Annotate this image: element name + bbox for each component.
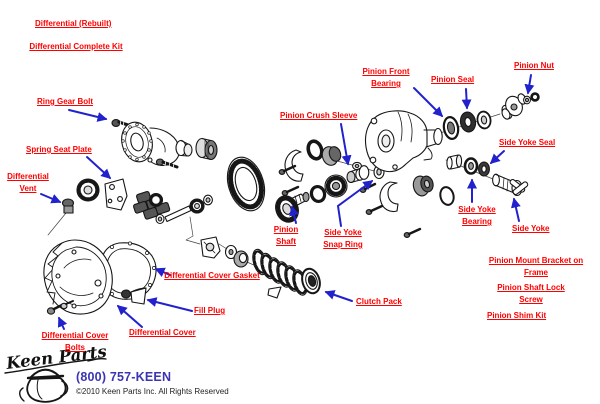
label-pinion-shim-kit[interactable]: Pinion Shim Kit	[487, 311, 547, 320]
label-differential-complete-kit[interactable]: Differential Complete Kit	[29, 42, 123, 51]
arrow-pinion-seal	[461, 88, 472, 110]
arrow-pinion-shaft	[289, 205, 299, 224]
arrow-differential-cover-gasket	[154, 267, 171, 277]
arrow-side-yoke	[511, 197, 521, 222]
arrow-spring-seat-plate	[86, 156, 112, 180]
part-pinion-rear-bearing-group	[306, 139, 348, 204]
copyright-text: ©2010 Keen Parts Inc. All Rights Reserve…	[76, 387, 229, 396]
part-lock-plate	[200, 236, 221, 259]
label-differential-cover-bolts[interactable]: Differential Cover Bolts	[41, 331, 109, 352]
arrow-fill-plug	[146, 297, 193, 312]
arrow-pinion-front-bearing	[413, 87, 444, 118]
arrow-differential-cover-bolts	[57, 316, 68, 330]
part-clutch-pack	[252, 248, 321, 299]
phone-number: (800) 757-KEEN	[76, 370, 172, 384]
label-side-yoke-snap-ring[interactable]: Side Yoke Snap Ring	[323, 228, 363, 249]
part-pinion-washer	[476, 110, 492, 130]
part-pinion-yoke	[501, 92, 540, 120]
label-pinion-shaft-lock-screw[interactable]: Pinion Shaft Lock Screw	[497, 283, 565, 304]
label-ring-gear-bolt[interactable]: Ring Gear Bolt	[37, 97, 94, 106]
arrow-side-yoke-snap-ring	[336, 180, 374, 227]
part-pinion-crush-sleeve	[346, 161, 370, 184]
label-pinion-front-bearing[interactable]: Pinion Front Bearing	[362, 67, 410, 88]
label-clutch-pack[interactable]: Clutch Pack	[356, 297, 402, 306]
label-pinion-nut[interactable]: Pinion Nut	[514, 61, 554, 70]
label-spring-seat-plate[interactable]: Spring Seat Plate	[26, 145, 92, 154]
part-side-gear-washers	[224, 244, 249, 268]
part-side-yoke-seal	[478, 161, 490, 177]
part-side-yoke-bearing	[463, 157, 479, 175]
label-differential-cover[interactable]: Differential Cover	[129, 328, 196, 337]
part-side-bearing-lower	[412, 175, 455, 206]
label-fill-plug[interactable]: Fill Plug	[194, 306, 226, 315]
label-side-yoke-bearing[interactable]: Side Yoke Bearing	[458, 205, 496, 226]
part-differential-vent	[61, 198, 75, 214]
arrow-side-yoke-seal	[489, 150, 505, 165]
part-differential-housing	[364, 110, 443, 173]
arrow-clutch-pack	[324, 290, 353, 302]
part-side-yoke-spacer	[446, 154, 463, 170]
part-differential-carrier	[121, 121, 193, 166]
part-side-yoke	[492, 173, 529, 197]
part-ring-gear	[226, 156, 266, 212]
kettle-icon	[19, 368, 69, 403]
part-pinion-seal	[459, 111, 477, 133]
arrow-pinion-crush-sleeve	[340, 123, 352, 166]
part-bearing-caps	[284, 149, 399, 213]
part-cross-shaft	[148, 192, 213, 225]
label-differential-cover-gasket[interactable]: Differential Cover Gasket	[164, 271, 260, 280]
arrow-ring-gear-bolt	[68, 109, 108, 122]
label-side-yoke[interactable]: Side Yoke	[512, 224, 550, 233]
label-differential-vent[interactable]: Differential Vent	[7, 172, 49, 193]
part-fill-plug	[120, 287, 147, 305]
part-carrier-bearing	[195, 137, 218, 161]
part-ring-gear-bolt	[111, 119, 130, 128]
part-carrier-bolt	[155, 158, 179, 170]
label-pinion-crush-sleeve[interactable]: Pinion Crush Sleeve	[280, 111, 358, 120]
label-differential-rebuilt[interactable]: Differential (Rebuilt)	[35, 19, 112, 28]
arrow-differential-cover	[116, 305, 143, 328]
label-side-yoke-seal[interactable]: Side Yoke Seal	[499, 138, 556, 147]
part-differential-cover	[43, 239, 113, 315]
part-pinion-front-bearing	[442, 115, 460, 141]
label-pinion-mount-bracket-on-frame[interactable]: Pinion Mount Bracket on Frame	[488, 256, 584, 277]
part-cover-bolts	[46, 300, 74, 315]
arrow-pinion-nut	[524, 74, 535, 95]
label-pinion-seal[interactable]: Pinion Seal	[431, 75, 475, 84]
part-pinion-gear	[275, 191, 310, 223]
arrow-differential-vent	[40, 193, 62, 204]
label-pinion-shaft[interactable]: Pinion Shaft	[273, 225, 299, 246]
part-spring-seat-plate	[76, 178, 128, 211]
